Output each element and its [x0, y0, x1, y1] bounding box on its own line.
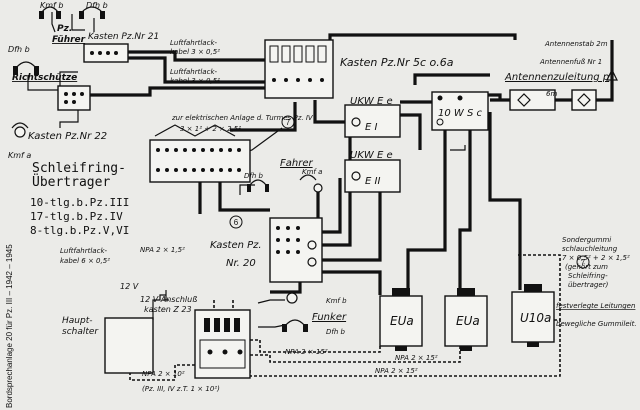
marker-6: 6 — [229, 215, 243, 229]
label-sondergummi-6: übertrager) — [568, 281, 609, 289]
kasten-22-box — [57, 85, 91, 111]
label-ukw-e2: UKW E e — [350, 150, 393, 161]
label-anschluss-1: 12 V Anschluß — [140, 295, 197, 304]
label-dfh-b-bot: Dfh b — [326, 328, 346, 336]
label-antennenfuss: Antennenfuß Nr 1 — [539, 58, 602, 66]
headphone-icon — [247, 179, 269, 192]
svg-text:7: 7 — [581, 258, 586, 267]
label-npa-3: NPA 2 × 15² — [395, 354, 438, 362]
label-schleifring-2: Übertrager — [32, 173, 110, 190]
antenna-coupler-box — [509, 89, 556, 111]
label-fahrer: Fahrer — [280, 158, 313, 169]
headphone-icon — [282, 319, 308, 332]
label-richtschuetze: Richtschütze — [12, 73, 77, 83]
headphone-icon — [13, 61, 39, 75]
label-zur-elektrischen: zur elektrischen Anlage d. Turmes Pz. IV — [171, 114, 314, 122]
label-antennenstab: Antennenstab 2m — [544, 40, 608, 48]
label-dfh-b-left: Dfh b — [8, 45, 30, 54]
label-funker: Funker — [312, 312, 347, 323]
label-kabel-3: kabel 6 × 0,5² — [60, 257, 110, 265]
label-kmf-a-mid: Kmf a — [302, 168, 322, 176]
eua-2-box — [444, 295, 488, 347]
kasten-5c-box — [264, 39, 334, 99]
label-e-one: E I — [365, 122, 377, 133]
label-u10a: U10a — [520, 311, 551, 325]
microphone-icon — [299, 174, 323, 193]
eua-1-box — [379, 295, 423, 347]
label-haupt-1: Haupt- — [62, 316, 92, 326]
marker-7-right: 7 — [576, 255, 590, 269]
label-dfh-b-mid: Dfh b — [244, 172, 264, 180]
label-npa-1: NPA 2 × 1,5² — [140, 246, 185, 254]
microphone-icon — [11, 122, 29, 138]
headphone-icon — [39, 6, 61, 19]
label-npa-4: NPA 2 × 15² — [375, 367, 418, 375]
label-nr20: Nr. 20 — [226, 258, 256, 269]
label-sondergummi-4: (gehört zum — [565, 263, 608, 271]
label-12v: 12 V — [120, 282, 139, 291]
label-pz-note: (Pz. III, IV z.T. 1 × 10²) — [142, 385, 220, 393]
label-luftfahrt-1: Luftfahrtlack- — [170, 39, 217, 47]
schleifring-box — [149, 139, 251, 183]
label-kasten-21: Kasten Pz.Nr 21 — [88, 32, 159, 42]
microphone-icon — [79, 6, 105, 19]
label-kmf-b-bot: Kmf b — [326, 297, 347, 305]
label-formula-1: 3 × 1² + 2 × 2,5² — [180, 125, 241, 133]
label-luftfahrt-2: Luftfahrtlack- — [170, 68, 217, 76]
label-e-two: E II — [365, 176, 380, 187]
label-fuehrer: Führer — [52, 35, 86, 45]
label-kabel-2: kabel 3 × 0,5² — [170, 77, 220, 85]
label-sondergummi-3: 7 × 0,5² + 2 × 1,5² — [562, 254, 630, 262]
label-kmf-a-left: Kmf a — [8, 151, 31, 160]
label-kmf-b: Kmf b — [40, 1, 63, 10]
svg-text:6: 6 — [234, 218, 239, 227]
label-eua-2: EUa — [456, 314, 480, 328]
label-bewegliche: bewegliche Gummileit. — [556, 320, 637, 328]
label-schleifring-1: Schleifring- — [32, 161, 126, 176]
label-anschluss-2: kasten Z 23 — [144, 305, 192, 314]
label-luftfahrt-3: Luftfahrtlack- — [60, 247, 107, 255]
label-kasten-5c: Kasten Pz.Nr 5c o.6a — [340, 56, 454, 69]
hauptschalter-box — [104, 317, 154, 374]
label-antennenzuleitung: Antennenzuleitung p — [504, 72, 609, 83]
label-sondergummi-2: schlauchleitung — [562, 245, 618, 253]
label-eua-1: EUa — [390, 314, 414, 328]
label-npa-2: NPA 2 × 15² — [285, 348, 328, 356]
label-sondergummi-5: Schleifring- — [568, 272, 608, 280]
label-ukw-e1: UKW E e — [350, 96, 393, 107]
label-sondergummi-1: Sondergummi — [562, 236, 611, 244]
label-pz: Pz. — [57, 24, 72, 34]
label-haupt-2: schalter — [62, 327, 99, 337]
label-tlg-3: 8-tlg.b.Pz.V,VI — [30, 224, 129, 237]
label-kasten-22: Kasten Pz.Nr 22 — [28, 131, 107, 142]
antenna-foot-box — [571, 89, 597, 111]
label-dfh-b: Dfh b — [86, 1, 108, 10]
label-kabel-1: kabel 3 × 0,5² — [170, 48, 220, 56]
label-6m: 6m — [546, 90, 557, 98]
microphone-icon — [286, 292, 298, 304]
marker-7-top: 7 — [281, 115, 295, 129]
label-festverlegte: festverlegte Leitungen — [556, 302, 635, 310]
label-npa-5: NPA 2 × 10² — [142, 370, 185, 378]
label-tlg-1: 10-tlg.b.Pz.III — [30, 196, 129, 209]
label-10wsc: 10 W S c — [438, 108, 482, 119]
side-caption: Bordsprechanlage 20 für Pz. III – 1942 –… — [5, 244, 14, 408]
svg-text:7: 7 — [286, 118, 291, 127]
label-kasten-pz: Kasten Pz. — [210, 240, 262, 251]
label-tlg-2: 17-tlg.b.Pz.IV — [30, 210, 123, 223]
